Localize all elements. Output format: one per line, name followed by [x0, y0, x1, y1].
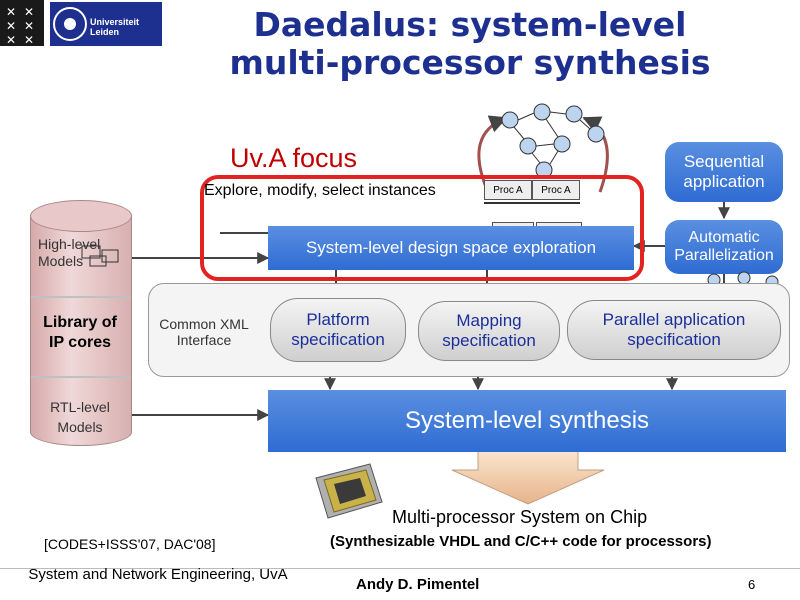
- rtl-level-models-label: RTL-level Models: [50, 399, 110, 435]
- design-space-exploration-box: System-level design space exploration: [268, 226, 634, 270]
- common-xml-interface-label: Common XML Interface: [159, 316, 249, 348]
- mapping-specification-box: Mapping specification: [418, 301, 560, 361]
- page-number: 6: [748, 577, 756, 592]
- uva-focus-label: Uv.A focus: [230, 143, 358, 173]
- synthesizable-code-label: (Synthesizable VHDL and C/C++ code for p…: [330, 533, 712, 550]
- parallel-application-specification-box: Parallel application specification: [567, 300, 781, 360]
- ip-library-cylinder-top: [30, 200, 132, 232]
- bus-line: [484, 202, 580, 204]
- title-line-1: Daedalus: system-level: [253, 5, 687, 44]
- platform-specification-box: Platform specification: [270, 298, 406, 362]
- proc-a-box-1: Proc A: [484, 180, 532, 200]
- footer-divider: [0, 568, 800, 569]
- svg-text:✕: ✕: [24, 19, 34, 33]
- uva-focus-frame: [200, 175, 644, 281]
- automatic-parallelization-box: Automatic Parallelization: [665, 220, 783, 274]
- high-level-models-label: High-level Models: [38, 236, 101, 269]
- title-line-2: multi-processor synthesis: [229, 43, 711, 82]
- svg-text:✕: ✕: [24, 5, 34, 19]
- sequential-application-box: Sequential application: [665, 142, 783, 202]
- process-network-graph: [501, 103, 605, 179]
- uva-logo: ✕✕ ✕✕ ✕✕: [0, 0, 44, 47]
- library-of-ip-cores-label: Library of IP cores: [43, 314, 117, 351]
- svg-text:✕: ✕: [6, 19, 16, 33]
- page-title: Daedalus: system-level multi-processor s…: [170, 6, 770, 82]
- footer-author: Andy D. Pimentel: [356, 576, 480, 593]
- footer-affiliation: System and Network Engineering, UvA: [28, 566, 288, 583]
- chip-icon: [315, 463, 383, 519]
- down-arrow-icon: [451, 449, 605, 505]
- cylinder-divider-2: [31, 376, 131, 378]
- svg-text:✕: ✕: [6, 33, 16, 46]
- mpsoc-label: Multi-processor System on Chip: [392, 507, 648, 527]
- cylinder-divider-1: [31, 296, 131, 298]
- ip-library-cylinder: [30, 215, 132, 446]
- svg-text:✕: ✕: [6, 5, 16, 19]
- explore-label: Explore, modify, select instances: [204, 182, 436, 199]
- system-level-synthesis-box: System-level synthesis: [268, 390, 786, 452]
- reference-label: [CODES+ISSS'07, DAC'08]: [44, 536, 216, 552]
- logo-text: Universiteit Leiden: [90, 17, 140, 37]
- proc-a-box-2: Proc A: [532, 180, 580, 200]
- ip-block-icon: [81, 245, 119, 267]
- leiden-logo: Universiteit Leiden: [50, 2, 162, 46]
- svg-text:✕: ✕: [24, 33, 34, 46]
